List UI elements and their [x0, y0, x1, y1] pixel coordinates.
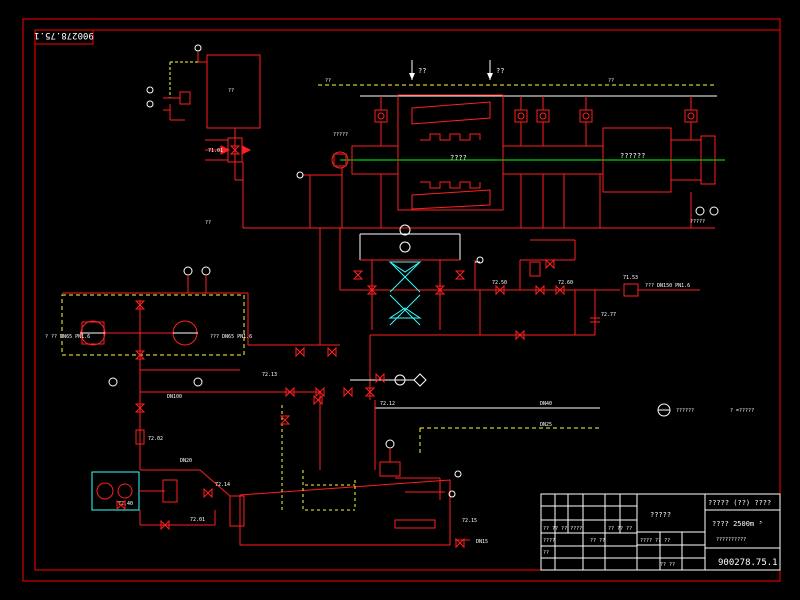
title-scale-row: ???? ?? ??: [640, 538, 670, 544]
valve-icon: [495, 284, 505, 296]
valve-icon: [515, 329, 525, 341]
valve-icon: [364, 387, 376, 397]
top-arrow-label-b: ??: [496, 67, 504, 75]
intercooler-section: [319, 224, 700, 400]
valve-icon: [279, 415, 291, 425]
valve-icon: [555, 284, 565, 296]
oil-tank: [146, 44, 261, 228]
valve-icon: [134, 403, 146, 413]
valve-icon: [375, 372, 385, 384]
valve-icon: [160, 519, 170, 531]
title-mid-small: ?? ??: [590, 538, 605, 544]
title-sign-row-2: ????: [543, 538, 555, 544]
tag-7214: 72.14: [215, 482, 230, 488]
valve-symbols: [116, 145, 565, 549]
tag-7277: 72.77: [601, 312, 616, 318]
water-tag-lower: DN25: [540, 422, 552, 428]
tag-dn15: DN15: [476, 539, 488, 545]
title-sign-row-1: ?? ?? ?? ????: [543, 526, 582, 532]
lower-tank: [239, 373, 600, 546]
valve-icon: [134, 300, 146, 310]
oil-pump-unit: [91, 402, 245, 527]
legend-symbol-label: ??????: [676, 408, 694, 414]
tag-7240: 72.40: [118, 501, 133, 507]
legend-equation: ? =?????: [730, 408, 754, 414]
title-sign-label: ?? ?? ??: [608, 526, 632, 532]
top-right-small-label: ??: [608, 78, 614, 84]
valve-icon: [116, 499, 126, 511]
water-tag-upper: DN40: [540, 401, 552, 407]
title-sign-row-3: ??: [543, 550, 549, 556]
title-bottom-small: ?? ??: [660, 562, 675, 568]
tag-7215: 72.15: [462, 518, 477, 524]
valve-icon: [535, 284, 545, 296]
outlet-gas-label: ??? DN150 PN1.6: [645, 283, 690, 289]
valve-icon: [134, 350, 146, 360]
legend: [657, 403, 671, 417]
valve-icon: [315, 386, 325, 398]
tag-7260: 72.60: [558, 280, 573, 286]
valve-icon: [229, 145, 241, 155]
top-left-small-label: ??: [325, 78, 331, 84]
valve-icon: [352, 270, 364, 280]
tag-dn20: DN20: [180, 458, 192, 464]
drawing-number: 900278.75.1: [718, 558, 778, 568]
tag-7202: 72.02: [148, 436, 163, 442]
drawing-frame: [22, 18, 781, 582]
tank-label: ??: [228, 88, 234, 94]
drawing-number-rotated: 900278.75.1: [34, 30, 94, 40]
title-upper: ????? (??) ????: [708, 499, 771, 507]
valve-icon: [366, 285, 378, 295]
tag-7201: 72.01: [190, 517, 205, 523]
valve-icon: [285, 386, 295, 398]
compressor-train: [243, 94, 725, 229]
compressor-stage1-label: ????: [450, 154, 467, 162]
compressor-stage2-label: ??????: [620, 152, 645, 160]
oil-line-label: ??: [205, 220, 211, 226]
tag-7253: 71.53: [623, 275, 638, 281]
valve-icon: [295, 346, 305, 358]
valve-icon: [203, 487, 213, 499]
tag-7212: 72.12: [380, 401, 395, 407]
title-subtitle: ??????????: [716, 537, 746, 543]
tag-7213: 72.13: [262, 372, 277, 378]
tag-7250: 72.50: [492, 280, 507, 286]
top-arrow-label-a: ??: [418, 67, 426, 75]
tag-7101: 71.01: [208, 148, 223, 154]
title-capacity: ???? 2500m ³: [712, 520, 763, 528]
valve-icon: [455, 537, 465, 549]
header-lines: [318, 60, 717, 97]
valve-icon: [454, 270, 466, 280]
title-block-frame: [540, 493, 781, 571]
valve-icon: [545, 258, 555, 270]
gauge-label: ?????: [333, 132, 348, 138]
valve-icon: [343, 386, 353, 398]
left-coolers: [61, 266, 340, 470]
title-name-cell: ?????: [650, 511, 671, 519]
tag-dn100: DN100: [167, 394, 182, 400]
water-out-label: ??? DN65 PN1.6: [210, 334, 252, 340]
motor-label: ?????: [690, 219, 705, 225]
valve-icon: [327, 346, 337, 358]
water-in-label: ? ?? DN65 PN1.6: [45, 334, 90, 340]
valve-icon: [434, 285, 446, 295]
valve-icon: [313, 394, 323, 406]
